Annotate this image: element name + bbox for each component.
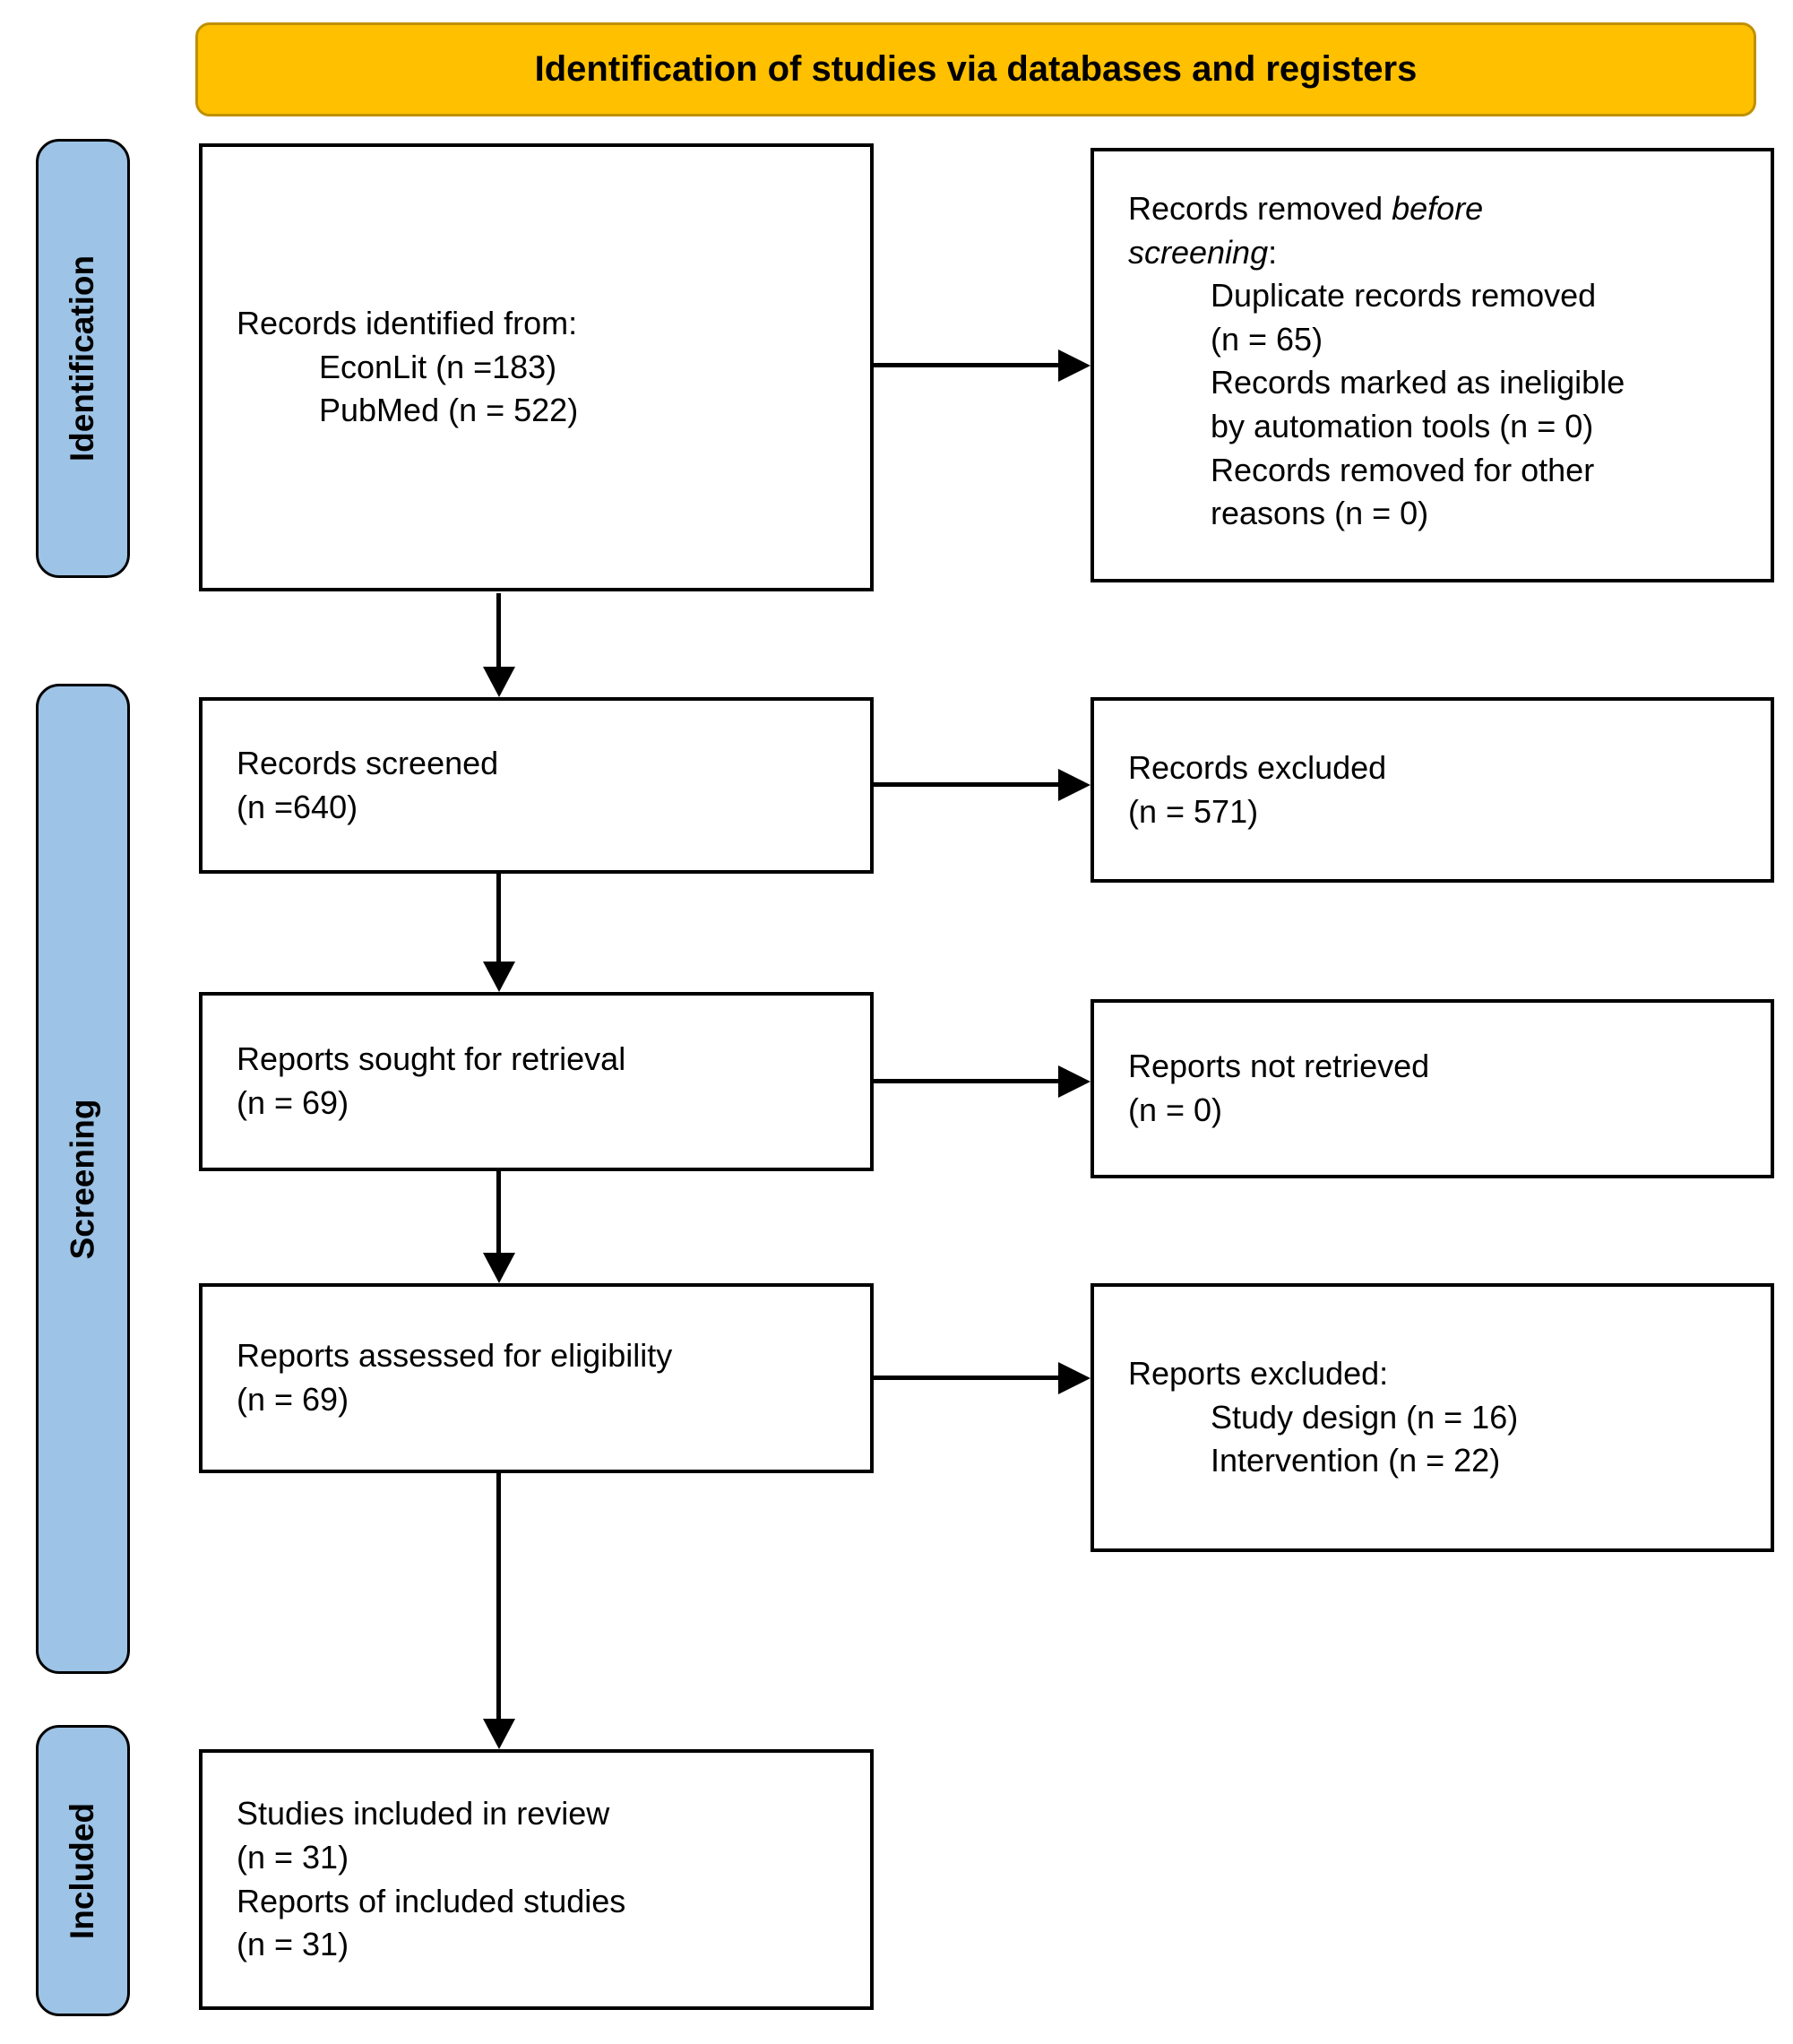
box-line-text-italic: before xyxy=(1392,190,1484,227)
box-line: Records removed for other xyxy=(1211,451,1595,488)
box-records-identified: Records identified from: EconLit (n =183… xyxy=(199,143,874,591)
stage-included: Included xyxy=(36,1725,130,2016)
box-line: (n = 69) xyxy=(237,1084,349,1121)
arrow-line-identified-to-removed xyxy=(874,363,1058,367)
box-line: Reports sought for retrieval xyxy=(237,1040,626,1078)
box-reports-not-retrieved: Reports not retrieved (n = 0) xyxy=(1090,999,1774,1178)
stage-screening-label: Screening xyxy=(64,1099,101,1259)
arrow-line-assessed-to-included xyxy=(496,1473,501,1720)
box-line: (n = 69) xyxy=(237,1381,349,1418)
box-studies-included: Studies included in review (n = 31) Repo… xyxy=(199,1749,874,2010)
box-records-removed: Records removed before screening: Duplic… xyxy=(1090,148,1774,582)
arrow-head-identified-to-removed xyxy=(1058,349,1090,382)
stage-identification-label: Identification xyxy=(64,254,101,462)
box-line: Reports assessed for eligibility xyxy=(237,1337,673,1375)
stage-identification: Identification xyxy=(36,139,130,578)
arrow-head-identified-to-screened xyxy=(483,667,515,697)
box-line: (n = 31) xyxy=(237,1926,349,1963)
arrow-line-screened-to-sought xyxy=(496,874,501,962)
box-line: Records excluded xyxy=(1128,748,1387,786)
box-line: Records screened xyxy=(237,744,499,781)
arrow-head-assessed-to-included xyxy=(483,1719,515,1749)
box-line: Duplicate records removed xyxy=(1211,277,1597,315)
box-line: (n = 571) xyxy=(1128,792,1259,830)
stage-included-label: Included xyxy=(64,1802,101,1939)
box-records-screened: Records screened (n =640) xyxy=(199,697,874,874)
box-line: (n = 65) xyxy=(1211,320,1323,358)
arrow-line-sought-to-not-retrieved xyxy=(874,1079,1058,1083)
box-line: reasons (n = 0) xyxy=(1211,495,1429,532)
box-reports-excluded: Reports excluded: Study design (n = 16) … xyxy=(1090,1283,1774,1552)
box-reports-sought: Reports sought for retrieval (n = 69) xyxy=(199,992,874,1171)
box-line: PubMed (n = 522) xyxy=(319,392,579,429)
box-reports-assessed: Reports assessed for eligibility (n = 69… xyxy=(199,1283,874,1473)
box-line: (n =640) xyxy=(237,788,358,825)
box-line: (n = 0) xyxy=(1128,1091,1223,1128)
box-line-text: Records removed xyxy=(1128,190,1392,227)
box-line: by automation tools (n = 0) xyxy=(1211,407,1594,444)
stage-screening: Screening xyxy=(36,684,130,1674)
box-line: Intervention (n = 22) xyxy=(1211,1442,1501,1479)
box-line: Reports not retrieved xyxy=(1128,1048,1430,1085)
box-line: screening: xyxy=(1128,231,1754,275)
box-line: Studies included in review xyxy=(237,1795,610,1833)
arrow-head-screened-to-sought xyxy=(483,962,515,992)
arrow-line-identified-to-screened xyxy=(496,593,501,669)
arrow-line-assessed-to-reports-excluded xyxy=(874,1376,1058,1380)
arrow-head-sought-to-not-retrieved xyxy=(1058,1065,1090,1098)
box-line: Study design (n = 16) xyxy=(1211,1398,1519,1436)
box-line: Reports excluded: xyxy=(1128,1355,1389,1393)
box-line-text-italic: screening xyxy=(1128,233,1269,271)
arrow-head-assessed-to-reports-excluded xyxy=(1058,1362,1090,1394)
box-line: Records identified from: xyxy=(237,305,578,342)
box-line: Records marked as ineligible xyxy=(1211,364,1625,401)
box-records-excluded: Records excluded (n = 571) xyxy=(1090,697,1774,883)
banner: Identification of studies via databases … xyxy=(195,22,1756,116)
banner-title: Identification of studies via databases … xyxy=(534,49,1418,89)
arrow-line-sought-to-assessed xyxy=(496,1171,501,1254)
arrow-head-sought-to-assessed xyxy=(483,1253,515,1283)
arrow-line-screened-to-excluded xyxy=(874,782,1058,787)
box-line: Reports of included studies xyxy=(237,1882,626,1919)
box-line: (n = 31) xyxy=(237,1838,349,1876)
arrow-head-screened-to-excluded xyxy=(1058,769,1090,801)
box-line-text: : xyxy=(1268,233,1278,271)
box-line: Records removed before xyxy=(1128,187,1754,231)
box-line: EconLit (n =183) xyxy=(319,348,557,385)
